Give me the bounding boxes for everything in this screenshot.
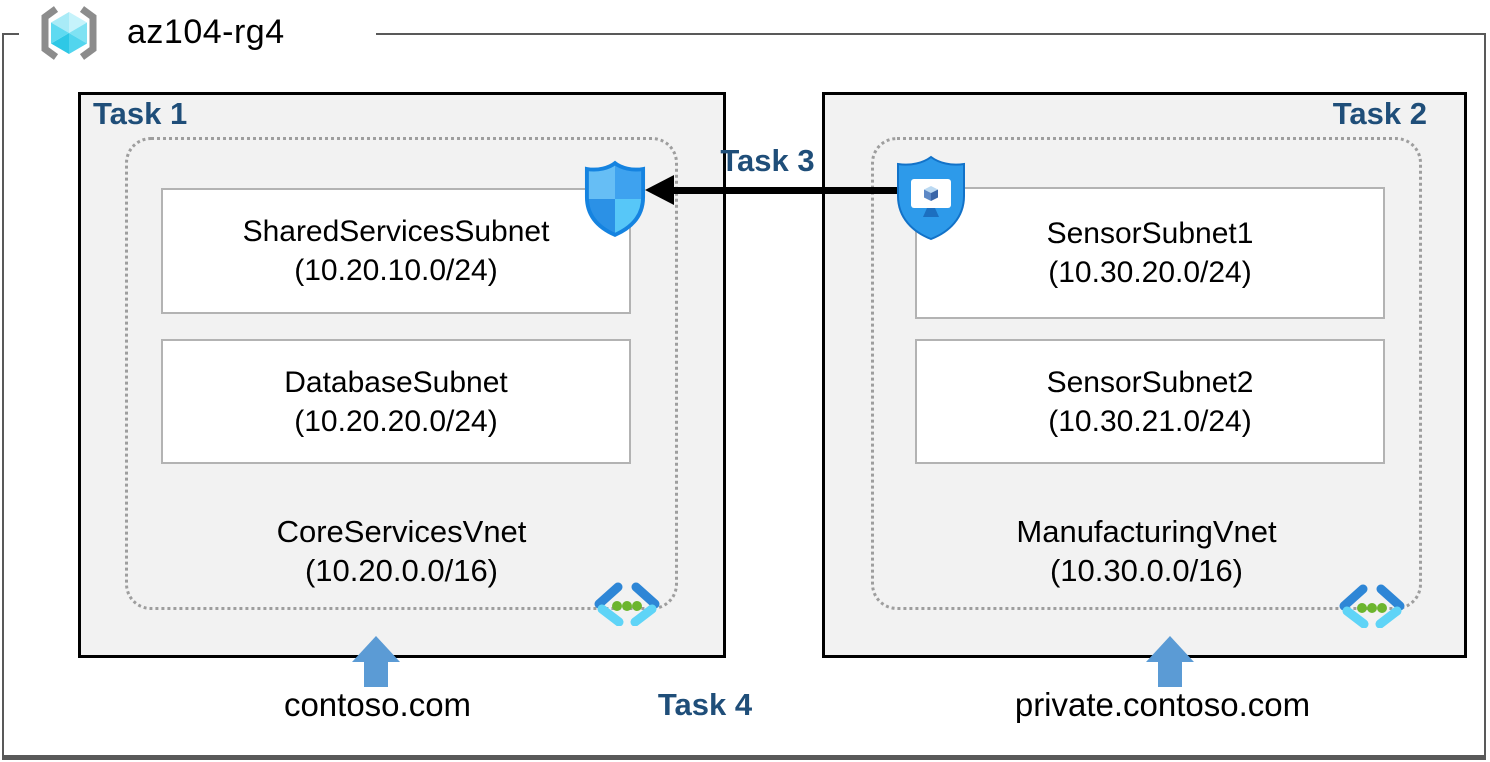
core-services-vnet-container xyxy=(125,137,678,610)
frame-title-gap xyxy=(19,27,376,39)
subnet-name: SensorSubnet2 xyxy=(1046,365,1254,399)
black-left-arrow xyxy=(662,187,940,194)
subnet-cidr: (10.20.10.0/24) xyxy=(294,254,498,287)
blue-up-arrow-shaft xyxy=(364,661,388,687)
subnet-cidr: (10.20.20.0/24) xyxy=(294,404,498,438)
manufacturing-vnet-label: ManufacturingVnet (10.30.0.0/16) xyxy=(871,512,1422,590)
manufacturing-vnet-container xyxy=(871,137,1422,610)
virtual-network-icon xyxy=(594,582,660,626)
blue-up-arrow xyxy=(1146,636,1194,662)
resource-group-frame xyxy=(2,33,1486,760)
subnet-name: SensorSubnet1 xyxy=(1046,217,1254,250)
task4-label: Task 4 xyxy=(657,687,753,722)
resource-group-icon xyxy=(41,6,97,60)
bastion-shield-monitor-icon xyxy=(897,155,965,241)
private-contoso-dns-label: private.contoso.com xyxy=(1014,686,1311,723)
subnet-cidr: (10.30.20.0/24) xyxy=(1048,256,1252,289)
task2-label: Task 2 xyxy=(1332,96,1427,131)
database-subnet-box: DatabaseSubnet (10.20.20.0/24) xyxy=(161,339,631,464)
black-left-arrow-head xyxy=(645,175,674,205)
vnet-name: ManufacturingVnet xyxy=(1016,514,1277,549)
subnet-name: DatabaseSubnet xyxy=(284,365,508,399)
contoso-dns-label: contoso.com xyxy=(283,686,472,723)
sensor-subnet1-box: SensorSubnet1 (10.30.20.0/24) xyxy=(915,187,1385,319)
subnet-name: SharedServicesSubnet xyxy=(242,215,550,248)
vnet-cidr: (10.30.0.0/16) xyxy=(1049,553,1244,588)
core-services-vnet-label: CoreServicesVnet (10.20.0.0/16) xyxy=(125,512,678,590)
sensor-subnet2-box: SensorSubnet2 (10.30.21.0/24) xyxy=(915,339,1385,464)
blue-up-arrow xyxy=(352,636,400,662)
resource-group-name: az104-rg4 xyxy=(127,13,285,51)
blue-up-arrow-shaft xyxy=(1158,661,1182,687)
subnet-cidr: (10.30.21.0/24) xyxy=(1048,404,1252,438)
virtual-network-icon xyxy=(1339,584,1405,628)
network-security-group-shield-icon xyxy=(584,160,646,237)
vnet-cidr: (10.20.0.0/16) xyxy=(304,553,499,588)
vnet-name: CoreServicesVnet xyxy=(276,514,527,549)
shared-services-subnet-box: SharedServicesSubnet (10.20.10.0/24) xyxy=(161,188,631,314)
task3-label: Task 3 xyxy=(720,143,815,178)
task1-label: Task 1 xyxy=(93,96,188,131)
